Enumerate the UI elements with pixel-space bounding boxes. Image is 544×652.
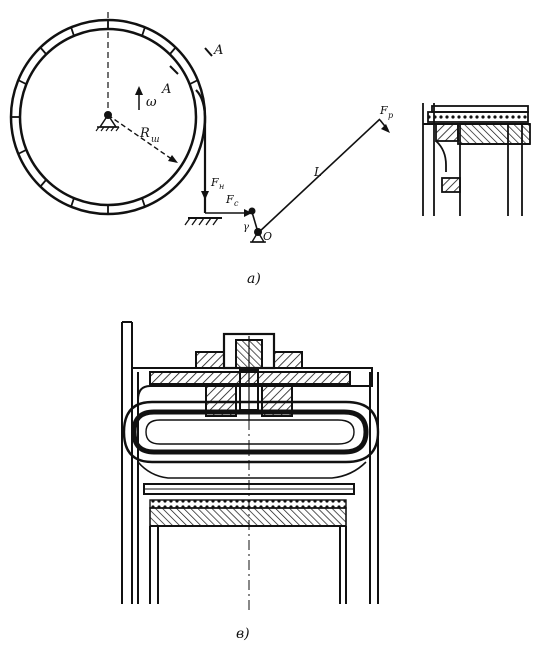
label-force-h: F bbox=[210, 176, 219, 189]
caption-b: в) bbox=[236, 626, 250, 642]
figure-a bbox=[9, 12, 390, 243]
label-force-c: F bbox=[225, 193, 234, 206]
label-section-a: A bbox=[213, 43, 223, 58]
label-gamma: γ bbox=[243, 222, 249, 233]
label-omega: ω bbox=[146, 95, 157, 110]
label-point-o: О bbox=[263, 230, 272, 243]
lever-arm bbox=[257, 118, 381, 234]
label-radius-sub: ш bbox=[151, 135, 160, 145]
ground-hatch-1 bbox=[184, 217, 219, 226]
label-force-c-sub: с bbox=[234, 199, 239, 208]
label-length: L bbox=[313, 165, 322, 179]
tire-segments bbox=[11, 20, 199, 214]
label-force-h-sub: н bbox=[219, 182, 224, 191]
label-section-a-2: A bbox=[161, 82, 171, 97]
label-force-p: F bbox=[379, 104, 388, 117]
radius-line bbox=[107, 114, 177, 163]
label-force-p-sub: р bbox=[388, 111, 393, 120]
figure-b bbox=[121, 321, 380, 610]
label-radius: R bbox=[139, 126, 150, 141]
figure-a-labels: A A ω R ш F н F с L F р О γ a) bbox=[139, 43, 393, 287]
section-a-a bbox=[422, 103, 531, 216]
caption-a: a) bbox=[247, 271, 261, 287]
